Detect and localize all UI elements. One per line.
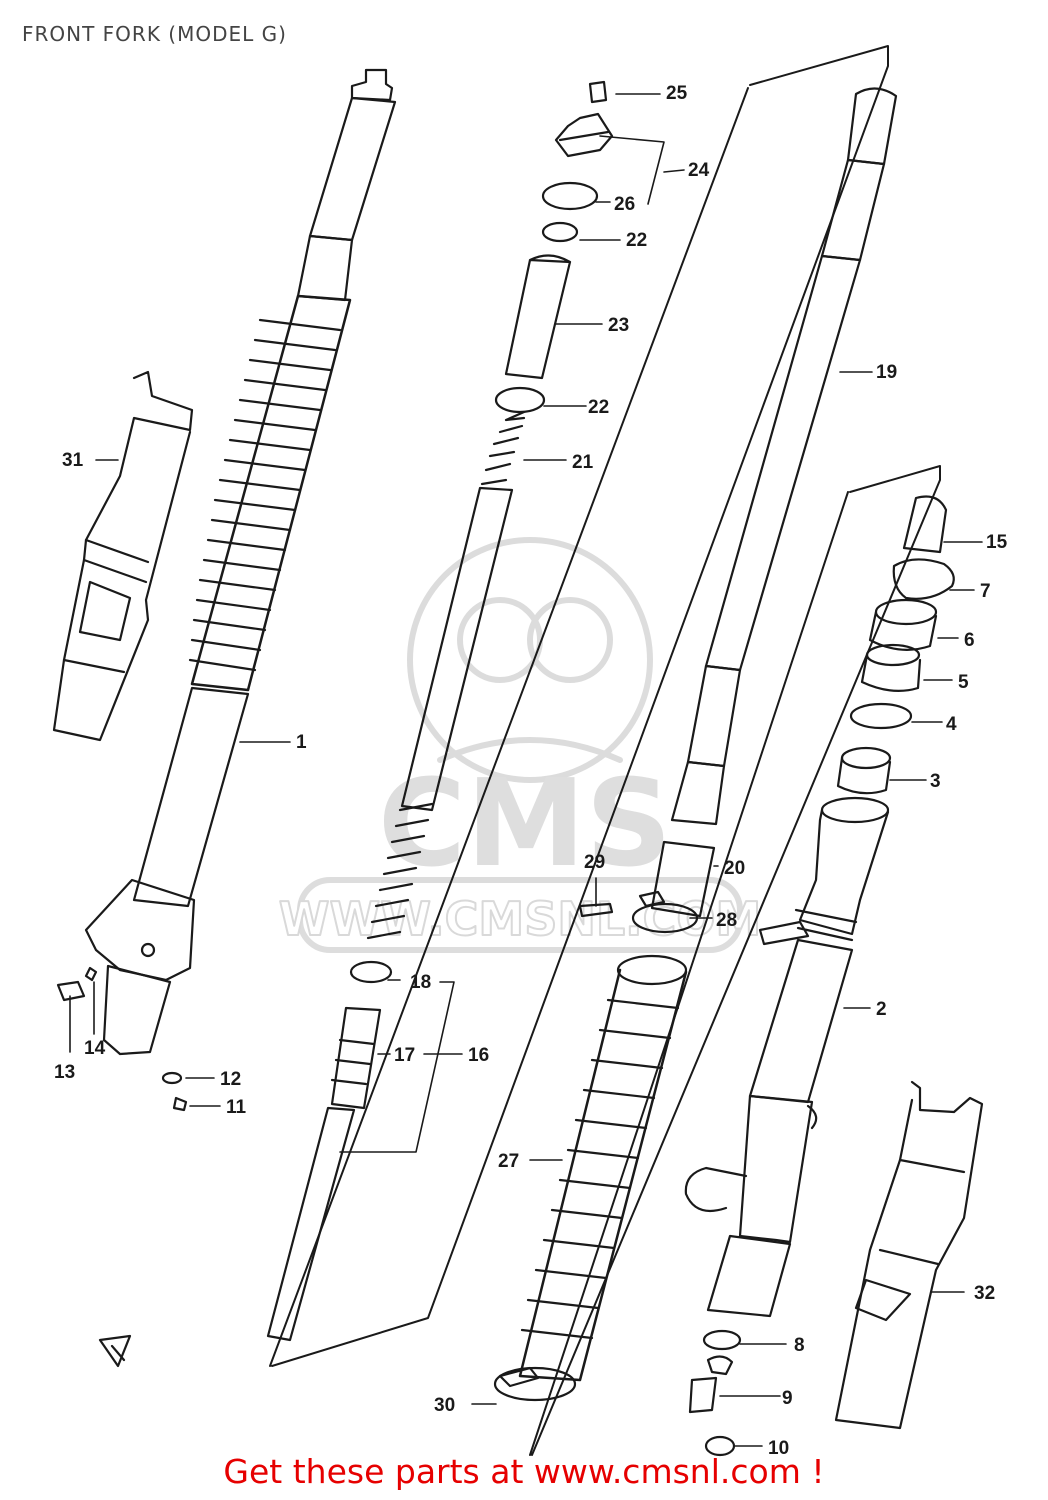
fork-boot-27 xyxy=(518,954,688,1382)
callout-5: 5 xyxy=(958,672,969,693)
callout-32: 32 xyxy=(974,1283,995,1304)
callout-7: 7 xyxy=(980,581,991,602)
outer-tube-2 xyxy=(684,796,890,1318)
callout-28: 28 xyxy=(716,910,737,931)
callout-24: 24 xyxy=(688,160,710,181)
fork-springs xyxy=(349,410,526,984)
callout-22-lower: 22 xyxy=(588,397,609,418)
callout-20: 20 xyxy=(724,858,745,879)
callout-2: 2 xyxy=(876,999,887,1020)
callout-12: 12 xyxy=(220,1069,241,1090)
callout-31: 31 xyxy=(62,450,84,471)
callout-10: 10 xyxy=(768,1438,789,1459)
callout-14: 14 xyxy=(84,1038,106,1059)
callout-4: 4 xyxy=(946,714,957,735)
callout-1: 1 xyxy=(296,732,307,753)
callout-16: 16 xyxy=(468,1045,489,1066)
callout-18: 18 xyxy=(410,972,431,993)
inner-tube-assembly xyxy=(56,68,397,1056)
watermark-url: WWW.CMSNL.COM xyxy=(279,892,762,946)
upper-outer-tube-19 xyxy=(650,87,898,918)
get-parts-link[interactable]: Get these parts at www.cmsnl.com ! xyxy=(223,1452,825,1491)
callout-13: 13 xyxy=(54,1062,75,1083)
callout-8: 8 xyxy=(794,1335,805,1356)
watermark-logo-text: CMS xyxy=(378,755,672,894)
callout-27: 27 xyxy=(498,1151,519,1172)
callout-17: 17 xyxy=(394,1045,415,1066)
callout-labels: 25 24 26 22 23 22 21 19 31 1 15 7 6 5 4 … xyxy=(54,83,1008,1459)
fork-cover-32 xyxy=(834,1080,984,1430)
seal-stack xyxy=(836,495,955,795)
callout-26: 25 xyxy=(666,83,688,104)
exploded-view-frame xyxy=(269,45,889,1367)
callout-21: 21 xyxy=(572,452,594,473)
callout-25: 26 xyxy=(614,194,635,215)
callout-11: 11 xyxy=(226,1097,247,1118)
watermark-logo xyxy=(297,537,743,953)
callout-9: 9 xyxy=(782,1388,793,1409)
fork-cap-set xyxy=(494,80,614,414)
callout-30: 30 xyxy=(434,1395,455,1416)
callout-6: 6 xyxy=(964,630,975,651)
callout-3: 3 xyxy=(930,771,941,792)
callout-23: 23 xyxy=(608,315,629,336)
callout-22-upper: 22 xyxy=(626,230,647,251)
callout-19: 19 xyxy=(876,362,897,383)
damper-rod xyxy=(266,1006,382,1342)
callout-29: 29 xyxy=(584,852,605,873)
callout-15: 15 xyxy=(986,532,1008,553)
boot-clamps xyxy=(493,890,699,1402)
page-title: FRONT FORK (MODEL G) xyxy=(22,22,287,46)
exploded-view-frame-right xyxy=(529,465,941,1456)
leader-lines xyxy=(69,93,983,1447)
fork-cover-31 xyxy=(52,370,194,742)
